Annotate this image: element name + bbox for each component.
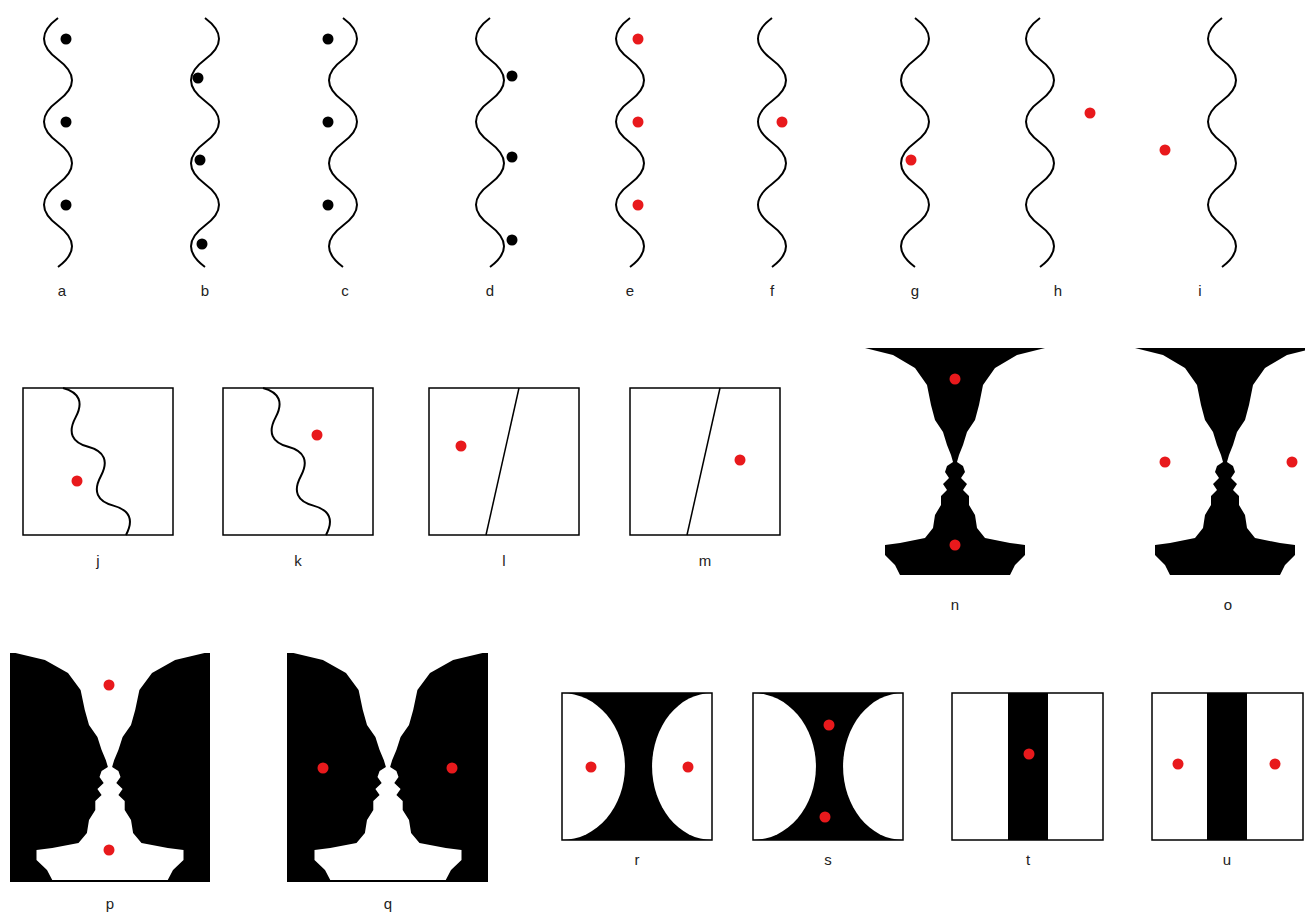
panel-letter: q [384,896,392,911]
band-panels [952,693,1303,840]
rubin-vase [865,348,1305,575]
panel-letter: j [96,553,99,568]
panel-letter: b [201,283,209,298]
panel-letter: r [635,852,640,867]
panel-letter: c [341,283,349,298]
panel-letter: o [1224,597,1232,612]
panel-letter: k [294,553,302,568]
panel-letter: n [951,597,959,612]
panel-letter: l [502,553,505,568]
panel-letter: i [1198,283,1201,298]
framed-panels [23,388,780,535]
panel-letter: t [1026,852,1030,867]
panel-letter: e [626,283,634,298]
panel-letter: u [1223,852,1231,867]
convexity-panels [562,693,903,840]
wavy-panels [44,18,1236,267]
panel-letter: f [770,283,774,298]
panel-letter: p [106,896,114,911]
panel-letter: s [824,852,832,867]
panel-letter: a [58,283,66,298]
panel-letter: h [1054,283,1062,298]
panel-letter: g [911,283,919,298]
rubin-faces [10,653,488,882]
panel-letter: m [699,553,712,568]
panel-letter: d [486,283,494,298]
